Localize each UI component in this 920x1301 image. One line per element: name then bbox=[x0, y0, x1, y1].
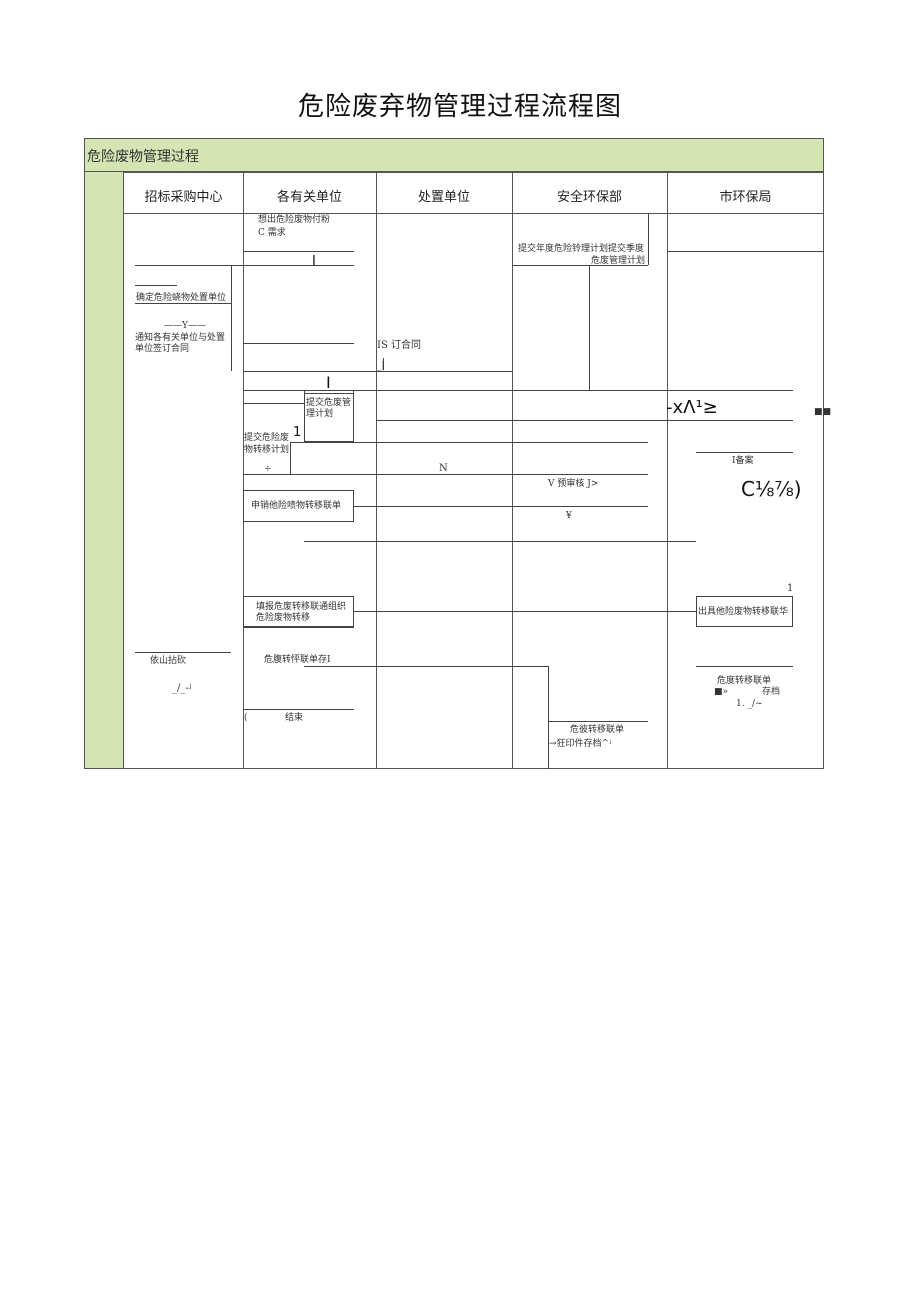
connector bbox=[648, 213, 649, 265]
connector bbox=[354, 506, 648, 507]
marker: 1 bbox=[787, 583, 794, 594]
step-copy-archive: 危彼转移联单 bbox=[570, 725, 625, 735]
step-transfer-plan: 物转移计划 bbox=[244, 445, 290, 455]
step-epb-archive: ■» bbox=[714, 687, 729, 697]
connector bbox=[304, 541, 696, 542]
connector bbox=[243, 371, 512, 372]
connector bbox=[243, 709, 354, 710]
step-need-text: 想出危险废物付粉 bbox=[258, 215, 331, 225]
side-column bbox=[84, 172, 124, 769]
step-mark: ——Y—— bbox=[164, 321, 206, 331]
connector bbox=[354, 611, 696, 612]
step-end: 结束 bbox=[285, 713, 304, 723]
step-copy-archive: →狂印件存档^ʲ bbox=[549, 739, 612, 749]
connector bbox=[135, 303, 231, 304]
step-apply-manifest: 申销他险啧物转移联单 bbox=[251, 501, 342, 511]
connector bbox=[135, 285, 177, 286]
step-transfer-plan: 提交危险废 bbox=[244, 433, 290, 443]
page-title: 危险废弃物管理过程流程图 bbox=[297, 92, 622, 122]
step-need-text: C 需求 bbox=[258, 228, 286, 238]
step-annual-plan: 提交年度危险铃理计划提交季度 bbox=[518, 244, 645, 254]
step-pre-review: V 预审核 J> bbox=[548, 479, 599, 489]
step-mark: ¥ bbox=[566, 511, 572, 521]
step-manifest-store: 危腹转怦联单存Ⅰ bbox=[264, 655, 331, 665]
step-issue-manifest: 出具他险废物转移联华 bbox=[698, 607, 789, 617]
lane-header-disposal: 处置单位 bbox=[417, 190, 470, 205]
step-box bbox=[243, 596, 354, 627]
lane-header-units: 各有关单位 bbox=[276, 190, 342, 205]
marker: 1 bbox=[293, 425, 302, 440]
lane-divider bbox=[243, 172, 244, 769]
step-box bbox=[243, 490, 354, 522]
connector bbox=[589, 265, 590, 390]
lane-header-safety: 安全环保部 bbox=[556, 190, 622, 205]
connector bbox=[696, 452, 793, 453]
connector bbox=[243, 627, 354, 628]
connector bbox=[243, 343, 354, 344]
connector bbox=[548, 666, 549, 769]
connector bbox=[243, 390, 793, 391]
header-divider bbox=[124, 213, 824, 214]
step-submit-plan: 提交危废管 bbox=[306, 398, 352, 408]
step-filing: Ⅰ备案 bbox=[732, 456, 754, 466]
lane-divider bbox=[667, 172, 668, 769]
connector bbox=[512, 265, 648, 266]
step-symbol: ■■ bbox=[814, 407, 832, 417]
lane-header-procurement: 招标采购中心 bbox=[144, 190, 223, 205]
connector bbox=[231, 265, 232, 371]
step-mark: _/_-ʲ bbox=[172, 683, 192, 694]
connector bbox=[304, 666, 548, 667]
connector bbox=[667, 251, 824, 252]
step-notify: 通知各有关单位与处置 bbox=[135, 333, 226, 343]
step-epb-archive: 危度转移联单 bbox=[717, 676, 772, 686]
connector bbox=[290, 442, 648, 443]
step-epb-archive: 存档 bbox=[762, 687, 781, 697]
marker: _| bbox=[377, 361, 385, 371]
step-box bbox=[696, 596, 793, 627]
step-notify: 单位签订合同 bbox=[135, 344, 190, 354]
step-archive: 依山拈砍 bbox=[150, 656, 187, 666]
step-mark: ÷ bbox=[264, 464, 272, 474]
process-band-label: 危险废物管理过程 bbox=[87, 149, 199, 165]
connector bbox=[383, 358, 384, 370]
connector bbox=[243, 251, 354, 252]
lane-divider bbox=[376, 172, 377, 769]
step-submit-plan: 理计划 bbox=[306, 409, 334, 419]
connector bbox=[290, 442, 291, 474]
connector bbox=[548, 721, 648, 722]
step-select-disposal: 确定危险蛲物处置单位 bbox=[136, 293, 227, 303]
step-fill-manifest: 填报危废转移联通组织 bbox=[256, 602, 347, 612]
step-annual-plan: 危废管理计划 bbox=[591, 256, 646, 266]
connector bbox=[243, 474, 648, 475]
connector bbox=[696, 666, 793, 667]
connector bbox=[376, 420, 793, 421]
process-band bbox=[84, 138, 824, 172]
step-mark: N bbox=[439, 463, 448, 474]
step-box bbox=[304, 393, 354, 442]
marker: Ⅰ bbox=[312, 254, 316, 269]
step-epb-archive: 1. _/~ bbox=[736, 699, 763, 709]
step-symbol: C⅛⁷⁄₈) bbox=[741, 477, 802, 501]
connector bbox=[135, 652, 231, 653]
step-sign-contract: IS 订合同 bbox=[377, 340, 421, 351]
lane-divider bbox=[512, 172, 513, 769]
swimlane-grid bbox=[124, 172, 824, 769]
lane-header-epb: 市环保局 bbox=[719, 190, 772, 205]
connector bbox=[135, 265, 354, 266]
step-symbol: -xΛ¹≥ bbox=[666, 397, 718, 418]
step-end: ( bbox=[244, 713, 248, 723]
connector bbox=[243, 403, 304, 404]
step-fill-manifest: 危险废物转移 bbox=[256, 613, 311, 623]
marker: I bbox=[326, 373, 331, 392]
